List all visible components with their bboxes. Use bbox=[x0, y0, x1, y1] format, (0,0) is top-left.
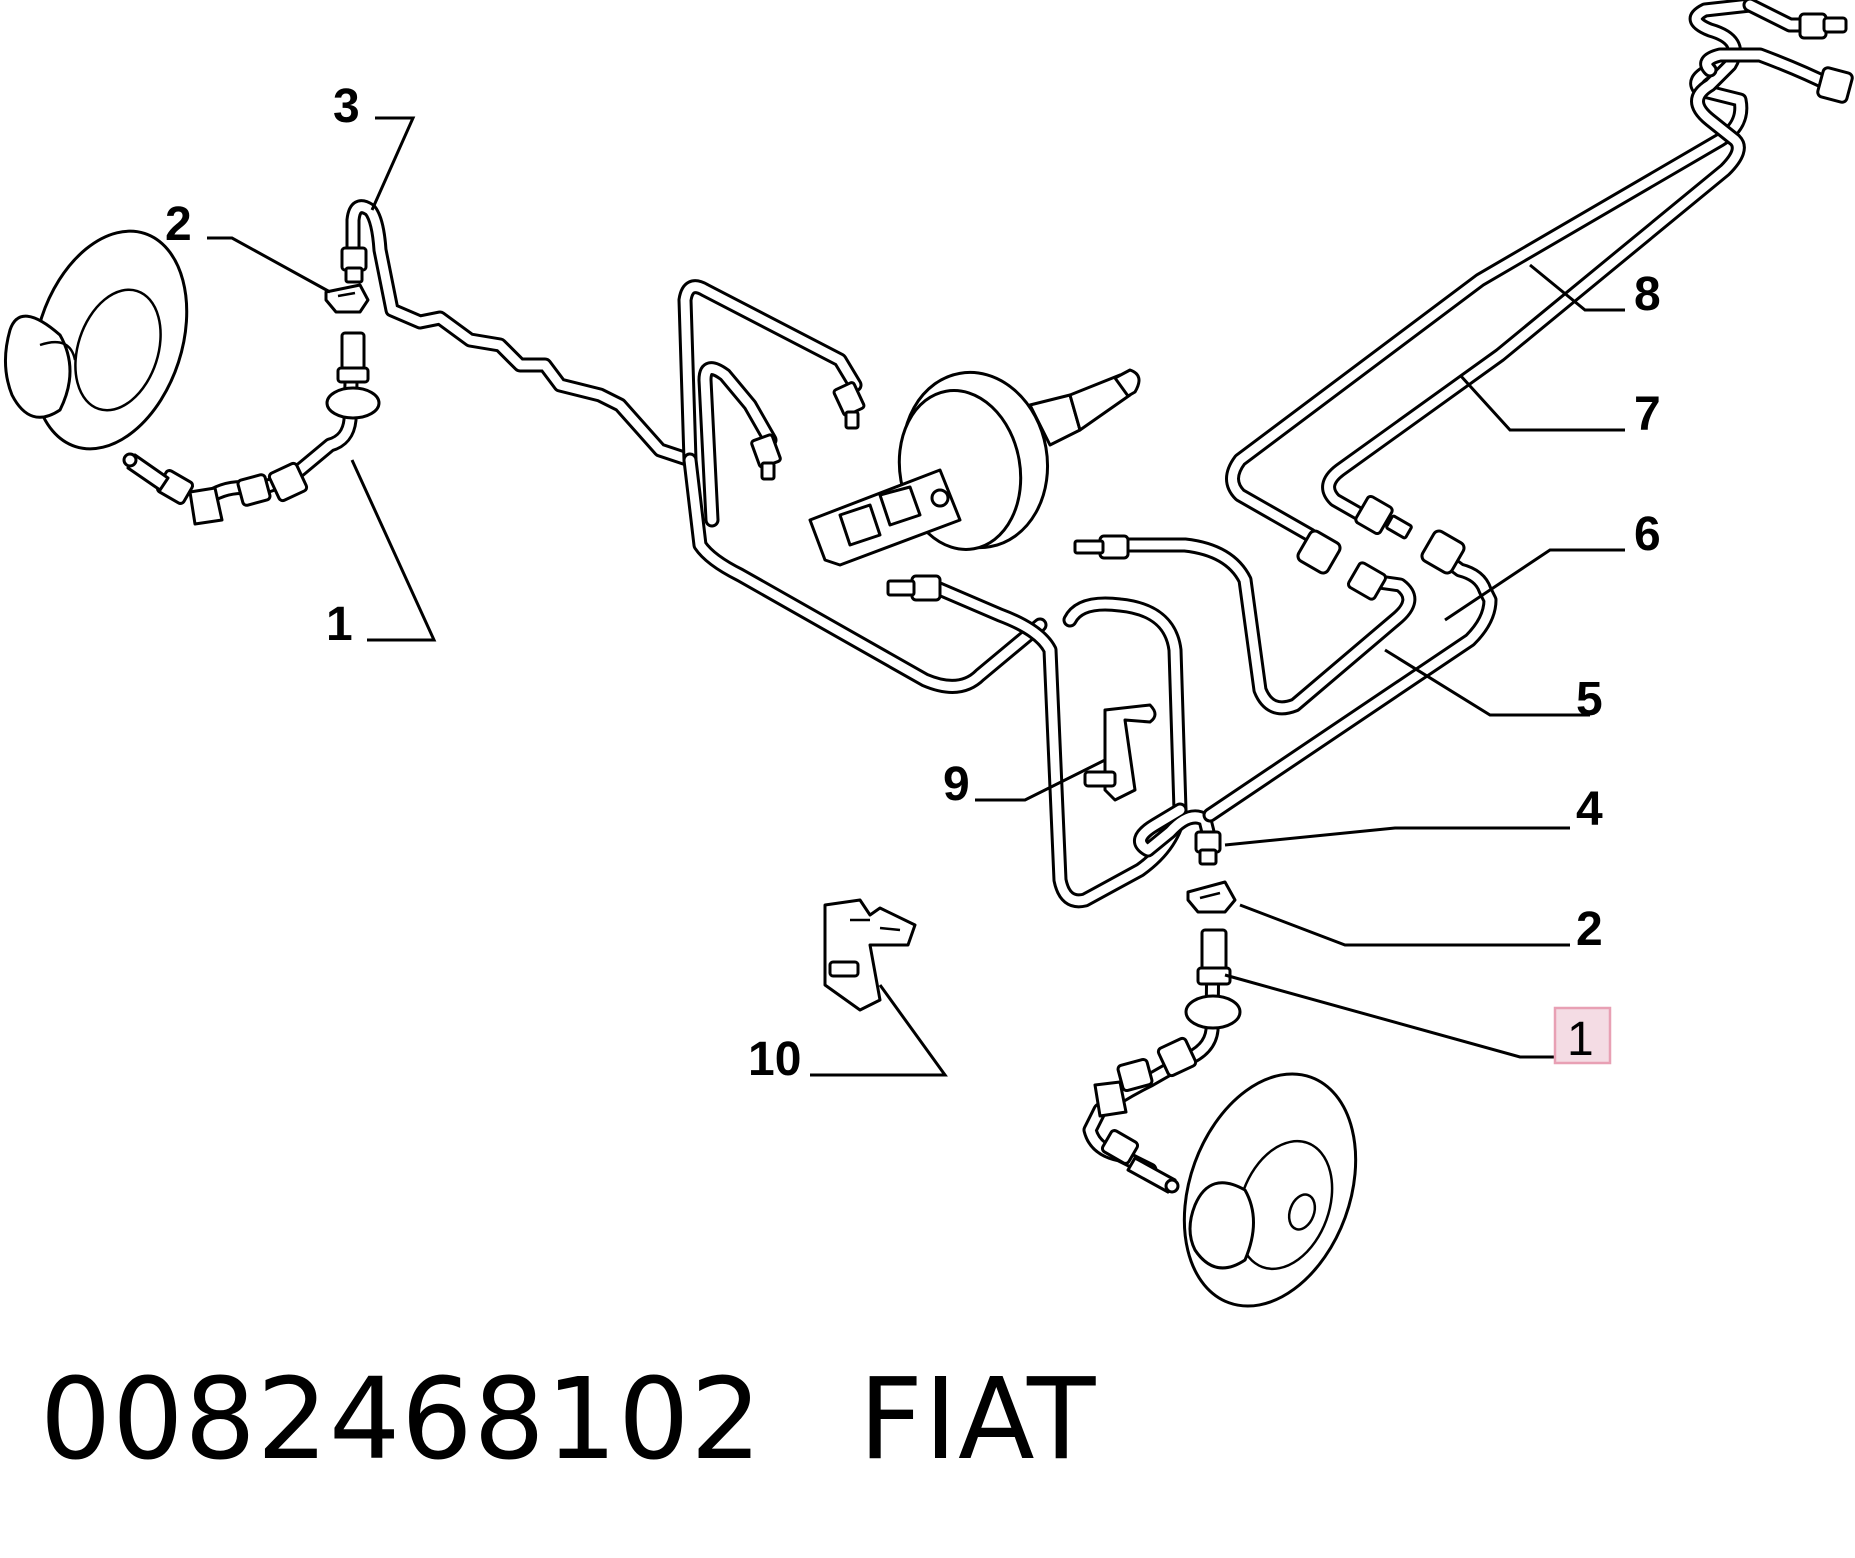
right-retaining-clip bbox=[1186, 880, 1237, 914]
brand-name: FIAT bbox=[858, 1355, 1097, 1485]
bracket-9 bbox=[1083, 703, 1157, 802]
callout-6: 6 bbox=[1634, 508, 1661, 561]
callout-3-top-left: 3 bbox=[333, 80, 360, 133]
part-number: 0082468102 bbox=[40, 1355, 763, 1485]
callout-2-right: 2 bbox=[1576, 903, 1603, 956]
front-left-brake-pipe bbox=[340, 199, 698, 468]
left-flexible-hose bbox=[122, 331, 381, 526]
leader-lines bbox=[207, 116, 1625, 1077]
callout-9: 9 bbox=[943, 758, 970, 811]
callout-numbers: 3 2 1 8 7 6 5 9 4 2 1 10 bbox=[165, 80, 1661, 1086]
right-brake-disc bbox=[1182, 1072, 1358, 1308]
central-brake-pipes bbox=[677, 0, 1838, 909]
bracket-10 bbox=[823, 898, 917, 1012]
top-right-fittings bbox=[1798, 12, 1854, 104]
master-cylinder bbox=[808, 468, 962, 567]
callout-7: 7 bbox=[1634, 388, 1661, 441]
pipe-fittings bbox=[750, 381, 1466, 866]
highlight-box bbox=[1553, 1006, 1612, 1065]
callout-1-right-highlighted: 1 bbox=[1567, 1013, 1594, 1066]
callout-2-top-left: 2 bbox=[165, 198, 192, 251]
right-flexible-hose bbox=[1082, 928, 1242, 1194]
callout-4: 4 bbox=[1576, 783, 1603, 836]
left-brake-disc bbox=[3, 229, 189, 451]
left-retaining-clip bbox=[324, 283, 370, 314]
callout-1-left: 1 bbox=[326, 598, 353, 651]
callout-10: 10 bbox=[748, 1033, 801, 1086]
part-caption: 0082468102 FIAT bbox=[40, 1355, 1096, 1485]
callout-8: 8 bbox=[1634, 268, 1661, 321]
callout-5: 5 bbox=[1576, 673, 1603, 726]
